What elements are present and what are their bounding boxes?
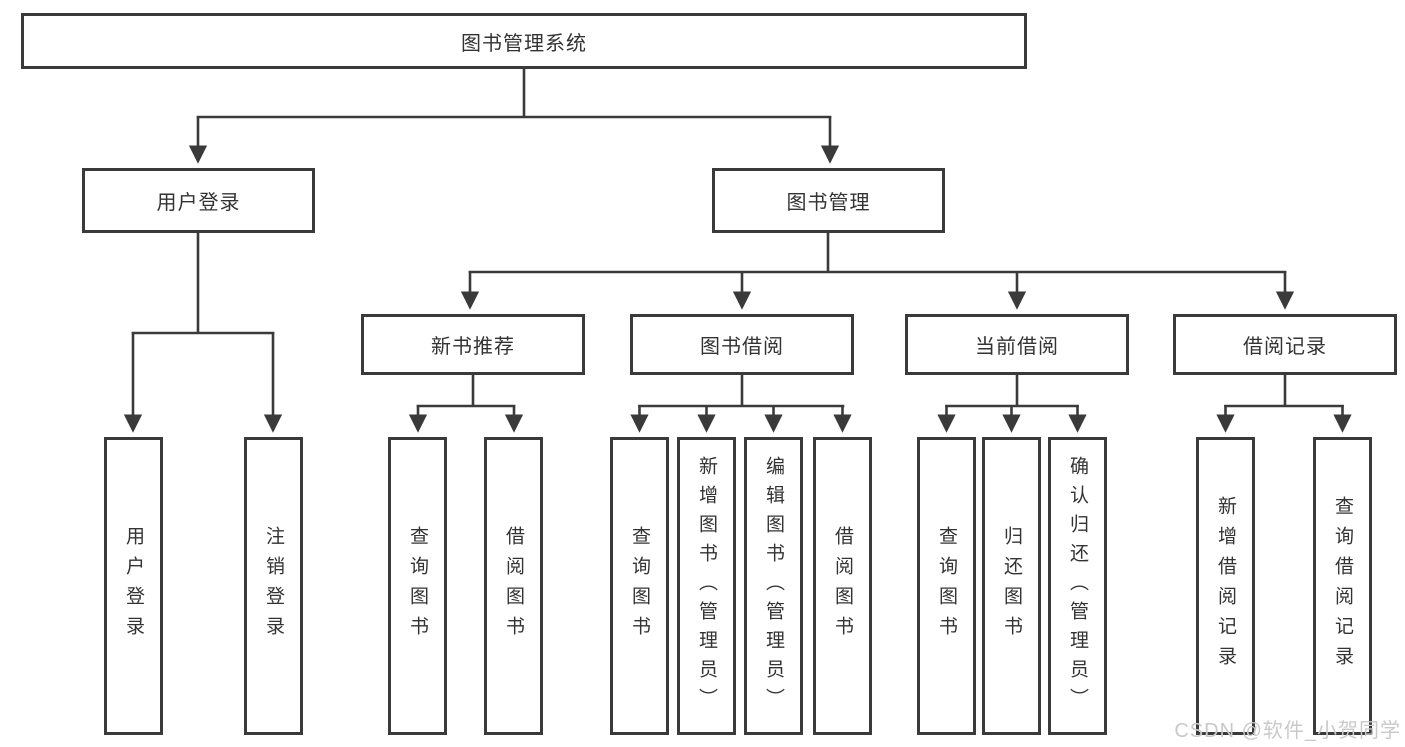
leaf-br-add-record: 新增借阅记录 <box>1196 437 1255 735</box>
leaf-bb-borrow-book: 借阅图书 <box>813 437 872 735</box>
leaf-br-query-record: 查询借阅记录 <box>1313 437 1372 735</box>
node-book-borrow-label: 图书借阅 <box>700 336 784 358</box>
leaf-bb-borrow-book-label: 借阅图书 <box>832 526 853 646</box>
leaf-bb-edit-book-admin: 编辑图书（管理员） <box>744 437 803 735</box>
leaf-br-add-record-label: 新增借阅记录 <box>1215 496 1236 676</box>
leaf-cb-query-book: 查询图书 <box>917 437 976 735</box>
leaf-logout: 注销登录 <box>244 437 303 735</box>
node-book-borrow: 图书借阅 <box>630 314 854 375</box>
leaf-nbr-borrow-book: 借阅图书 <box>484 437 543 735</box>
connector-user-login <box>123 233 283 433</box>
connector-root <box>188 69 840 164</box>
node-new-book-recommend-label: 新书推荐 <box>431 336 515 358</box>
connector-current-borrow <box>937 375 1087 433</box>
leaf-user-login: 用户登录 <box>104 437 163 735</box>
node-book-management: 图书管理 <box>712 168 945 233</box>
leaf-br-query-record-label: 查询借阅记录 <box>1332 496 1353 676</box>
connector-borrow-records <box>1216 375 1352 433</box>
leaf-nbr-query-book: 查询图书 <box>388 437 447 735</box>
leaf-bb-edit-book-admin-label: 编辑图书（管理员） <box>763 455 784 717</box>
connector-new-book-recommend <box>408 375 524 433</box>
node-user-login: 用户登录 <box>82 168 315 233</box>
leaf-bb-query-book-label: 查询图书 <box>629 526 650 646</box>
leaf-nbr-query-book-label: 查询图书 <box>407 526 428 646</box>
node-root: 图书管理系统 <box>21 13 1027 69</box>
watermark: CSDN @软件_小贺同学 <box>1174 720 1401 742</box>
leaf-user-login-label: 用户登录 <box>123 526 144 646</box>
node-current-borrow: 当前借阅 <box>905 314 1129 375</box>
node-new-book-recommend: 新书推荐 <box>361 314 585 375</box>
leaf-cb-query-book-label: 查询图书 <box>936 526 957 646</box>
leaf-bb-query-book: 查询图书 <box>610 437 669 735</box>
leaf-logout-label: 注销登录 <box>263 526 284 646</box>
leaf-nbr-borrow-book-label: 借阅图书 <box>503 526 524 646</box>
connector-book-borrow <box>630 375 852 433</box>
leaf-cb-confirm-return-admin-label: 确认归还（管理员） <box>1067 455 1088 717</box>
node-user-login-label: 用户登录 <box>156 192 241 214</box>
leaf-cb-return-book: 归还图书 <box>982 437 1041 735</box>
node-current-borrow-label: 当前借阅 <box>975 336 1059 358</box>
node-root-label: 图书管理系统 <box>461 32 587 55</box>
node-borrow-records: 借阅记录 <box>1173 314 1397 375</box>
leaf-bb-add-book-admin: 新增图书（管理员） <box>677 437 736 735</box>
connector-book-management <box>460 233 1295 310</box>
leaf-bb-add-book-admin-label: 新增图书（管理员） <box>696 455 717 717</box>
node-borrow-records-label: 借阅记录 <box>1243 336 1327 358</box>
leaf-cb-confirm-return-admin: 确认归还（管理员） <box>1048 437 1107 735</box>
leaf-cb-return-book-label: 归还图书 <box>1001 526 1022 646</box>
node-book-management-label: 图书管理 <box>786 192 871 214</box>
